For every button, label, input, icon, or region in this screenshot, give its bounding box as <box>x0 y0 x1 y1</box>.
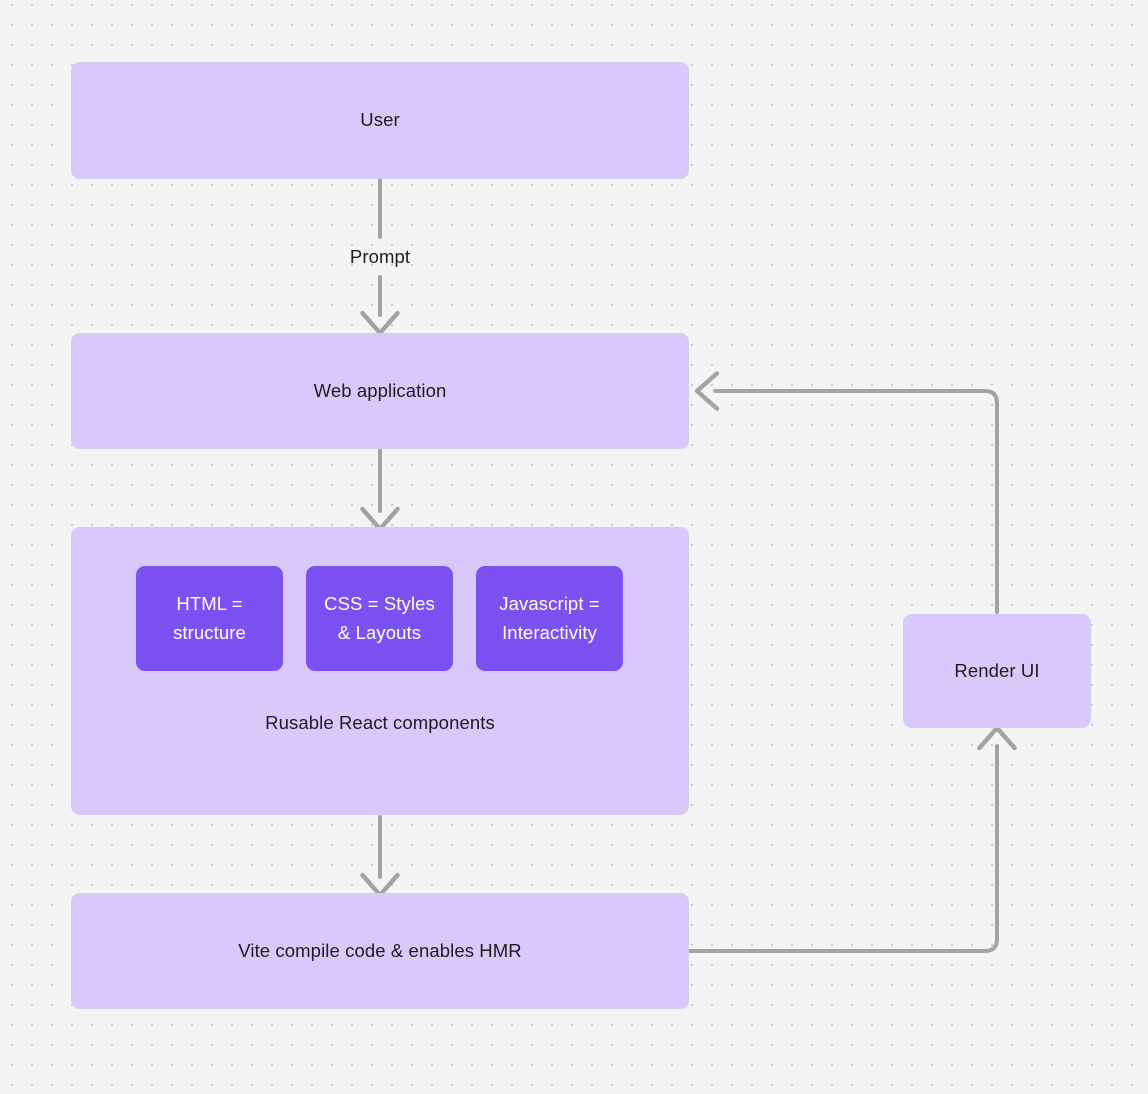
node-html-line-2: structure <box>173 621 246 643</box>
node-vite-label: Vite compile code & enables HMR <box>238 939 522 961</box>
node-html-label: HTML = structure <box>173 590 246 647</box>
node-vite[interactable]: Vite compile code & enables HMR <box>71 893 689 1009</box>
node-user-label: User <box>360 109 400 131</box>
node-css-line-2: & Layouts <box>337 621 422 643</box>
node-css-label: CSS = Styles & Layouts <box>324 590 435 647</box>
node-html-line-1: HTML = <box>176 592 243 614</box>
node-render-ui[interactable]: Render UI <box>903 614 1091 728</box>
node-html[interactable]: HTML = structure <box>136 566 283 671</box>
node-javascript[interactable]: Javascript = Interactivity <box>476 566 623 671</box>
node-javascript-label: Javascript = Interactivity <box>499 590 599 647</box>
node-css[interactable]: CSS = Styles & Layouts <box>306 566 453 671</box>
edge-vite-to-render <box>688 725 1017 953</box>
node-user[interactable]: User <box>71 62 689 179</box>
edge-label-prompt: Prompt <box>349 246 411 267</box>
node-css-line-1: CSS = Styles <box>324 592 435 614</box>
node-web-application-label: Web application <box>313 379 447 401</box>
node-reusable-react-components-label: Rusable React components <box>265 712 495 733</box>
node-web-application[interactable]: Web application <box>71 333 689 449</box>
edge-render-to-webapp <box>694 371 999 614</box>
node-render-ui-label: Render UI <box>954 659 1040 681</box>
node-javascript-line-1: Javascript = <box>499 592 600 614</box>
node-javascript-line-2: Interactivity <box>502 621 597 643</box>
